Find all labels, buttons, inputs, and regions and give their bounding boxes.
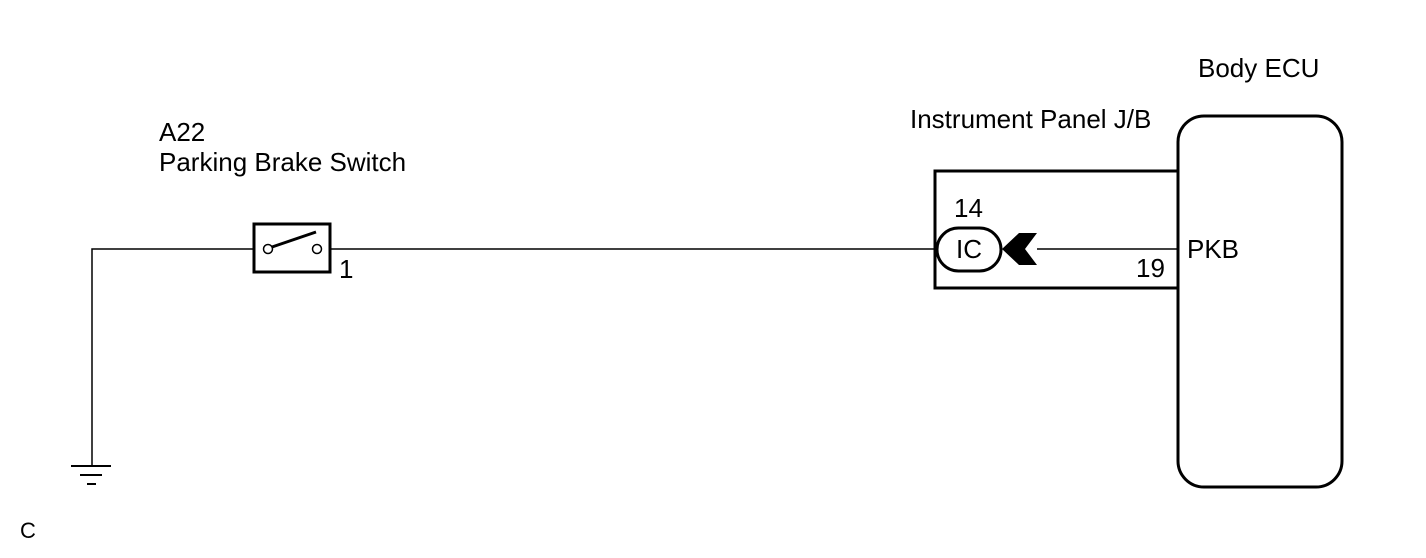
switch-name: Parking Brake Switch bbox=[159, 147, 406, 177]
junction-block-box bbox=[933, 169, 1178, 290]
switch-pin: 1 bbox=[339, 254, 353, 284]
connector-ic-label: IC bbox=[956, 234, 982, 264]
switch-code: A22 bbox=[159, 117, 205, 147]
ground-icon bbox=[71, 465, 111, 485]
ecu-box bbox=[1176, 114, 1344, 489]
ecu-pin-name: PKB bbox=[1187, 234, 1239, 264]
footer-mark: C bbox=[20, 518, 36, 543]
junction-block-title: Instrument Panel J/B bbox=[910, 104, 1151, 134]
probe-arrow-icon bbox=[1002, 233, 1037, 265]
junction-pin-in: 14 bbox=[954, 193, 983, 223]
wire-switch-to-ground bbox=[91, 248, 254, 465]
junction-pin-out: 19 bbox=[1136, 253, 1165, 283]
switch-icon bbox=[252, 222, 332, 274]
ecu-title: Body ECU bbox=[1198, 53, 1319, 83]
